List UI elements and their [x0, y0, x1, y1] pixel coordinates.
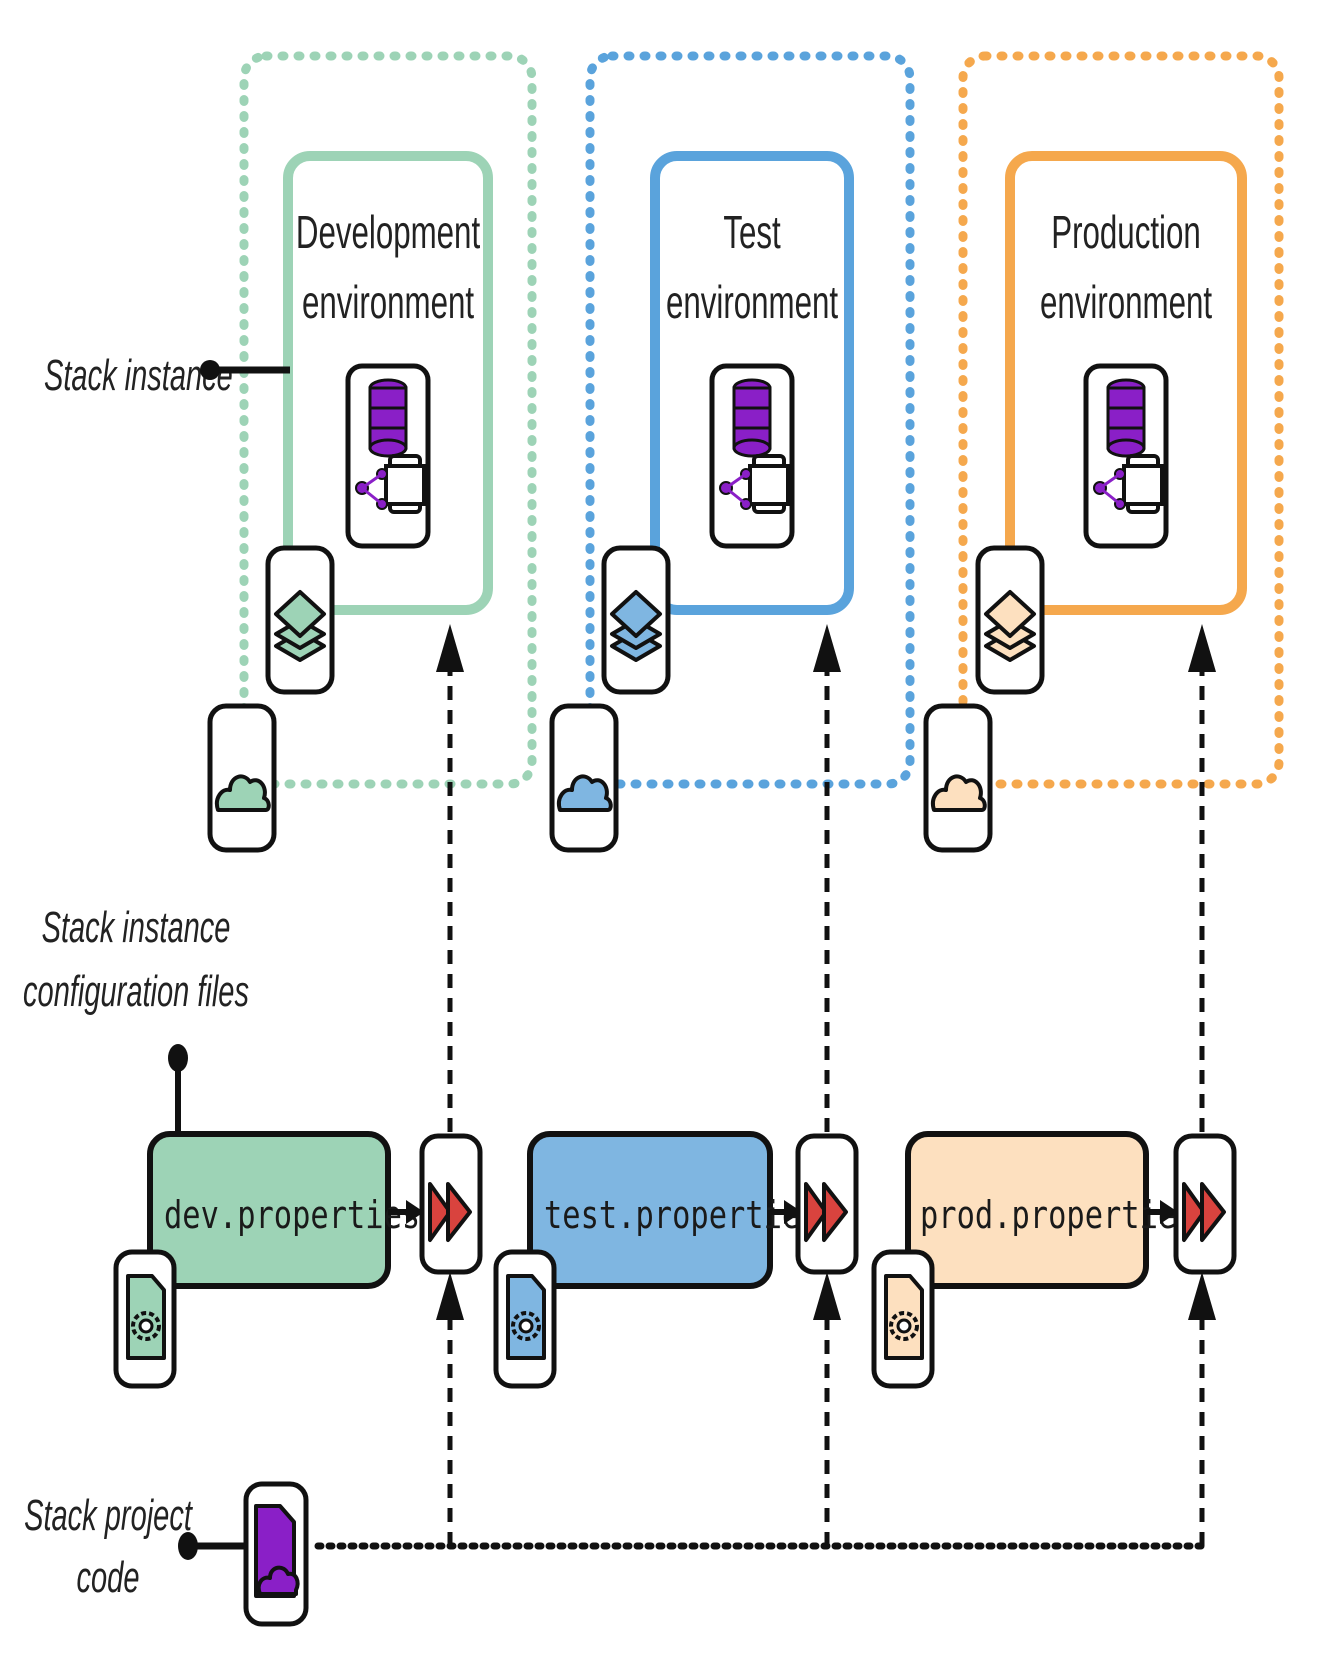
apply-to-env-arrowheads [436, 624, 1216, 672]
prod-env-title-line1: Production [1051, 207, 1201, 258]
prod-properties-file: prod.properties [905, 1131, 1195, 1289]
test-cloud-icon [549, 703, 619, 853]
apply-to-env-arrows [447, 650, 1205, 1132]
project-code-label-line2: code [77, 1552, 140, 1602]
dev-database-server-icon [345, 363, 431, 549]
test-env-title-line2: environment [666, 277, 838, 328]
dev-cloud-boundary [239, 51, 537, 789]
test-config-file-icon [493, 1249, 557, 1389]
project-code-callout: Stack project code [24, 1490, 250, 1602]
test-properties-label: test.properties [544, 1194, 819, 1238]
prod-config-file-icon [871, 1249, 935, 1389]
stack-instance-callout: Stack instance [44, 350, 290, 399]
dev-layers-icon [265, 545, 335, 695]
project-code-icon [243, 1481, 309, 1627]
prod-database-server-icon [1083, 363, 1169, 549]
project-code-distribution [314, 1272, 1216, 1550]
config-files-callout: Stack instance configuration files [23, 902, 249, 1134]
config-files-label-line1: Stack instance [42, 902, 231, 952]
test-env-title-line1: Test [723, 207, 780, 258]
dev-env-title-line1: Development [296, 207, 480, 258]
dev-config-file-icon [113, 1249, 177, 1389]
dev-properties-file: dev.properties [147, 1131, 424, 1289]
dev-cloud-icon [207, 703, 277, 853]
dev-env-title-line2: environment [302, 277, 474, 328]
test-cloud-boundary [585, 51, 915, 789]
test-properties-file: test.properties [527, 1131, 819, 1289]
test-layers-icon [601, 545, 671, 695]
test-database-server-icon [709, 363, 795, 549]
prod-env-title-line2: environment [1040, 277, 1212, 328]
test-fast-forward-icon [795, 1133, 859, 1275]
config-files-label-line2: configuration files [23, 966, 249, 1016]
project-code-label-line1: Stack project [24, 1490, 193, 1540]
dev-properties-label: dev.properties [164, 1194, 420, 1238]
prod-fast-forward-icon [1173, 1133, 1237, 1275]
prod-properties-label: prod.properties [920, 1194, 1195, 1238]
prod-cloud-icon [923, 703, 993, 853]
prod-layers-icon [975, 545, 1045, 695]
dev-fast-forward-icon [419, 1133, 483, 1275]
